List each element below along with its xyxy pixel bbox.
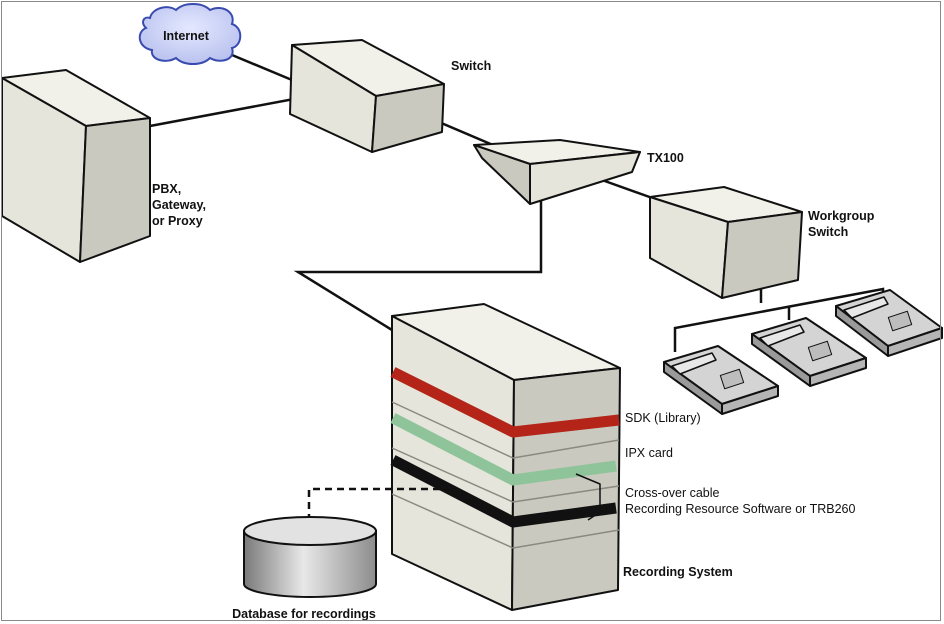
sdk-library-band <box>390 367 620 438</box>
pbx-label-line1: PBX, <box>152 182 181 196</box>
cross-over-cable-label: Cross-over cable <box>625 486 720 500</box>
phone-2-keypad <box>807 340 833 362</box>
tower-panel-lines <box>391 401 620 549</box>
phone-1-keypad <box>719 368 745 390</box>
tx100-label: TX100 <box>647 151 684 165</box>
ip-phone-1 <box>663 345 779 415</box>
pbx-side-face <box>79 117 151 263</box>
phone-3-keypad <box>887 310 913 332</box>
workgroup-side-face <box>721 211 803 299</box>
workgroup-label-line1: Workgroup <box>808 209 875 223</box>
ipx-card-band <box>390 413 617 486</box>
switch-box <box>289 39 445 153</box>
ip-phone-3 <box>835 289 943 357</box>
recording-resource-label: Recording Resource Software or TRB260 <box>625 502 855 516</box>
cloud-shape <box>138 3 242 65</box>
database-dashed-link <box>307 487 440 527</box>
recording-system-label: Recording System <box>623 565 733 579</box>
phone-1-handset <box>671 352 717 375</box>
database-label: Database for recordings <box>232 607 376 621</box>
tx100-device <box>473 139 641 205</box>
sdk-library-label: SDK (Library) <box>625 411 701 425</box>
phone-2-base-side <box>809 357 867 387</box>
pbx-label-line2: Gateway, <box>152 198 206 212</box>
workgroup-switch-box <box>649 186 803 299</box>
pbx-gateway-proxy-box <box>1 69 151 263</box>
cross-over-cable-loop <box>575 473 601 521</box>
internet-label: Internet <box>163 29 210 43</box>
tx100-recording-link <box>293 196 543 332</box>
phone-1-base-side <box>721 385 779 415</box>
cylinder-body <box>243 530 377 598</box>
switch-label: Switch <box>451 59 491 73</box>
switch-side-face <box>371 83 445 153</box>
cylinder-top <box>243 516 377 546</box>
ip-phone-2 <box>751 317 867 387</box>
tx100-front-face <box>529 151 641 205</box>
ipx-card-label: IPX card <box>625 446 673 460</box>
internet-cloud: Internet <box>138 3 242 65</box>
recording-resource-band <box>390 455 617 528</box>
database-cylinder <box>243 516 377 598</box>
phone-2-handset <box>759 324 805 347</box>
internet-switch-link <box>231 53 293 82</box>
workgroup-label-line2: Switch <box>808 225 848 239</box>
phone-3-handset <box>843 296 889 319</box>
recording-system-tower <box>390 303 621 611</box>
pbx-label-line3: or Proxy <box>152 214 203 228</box>
phone-3-base-side <box>887 327 943 357</box>
